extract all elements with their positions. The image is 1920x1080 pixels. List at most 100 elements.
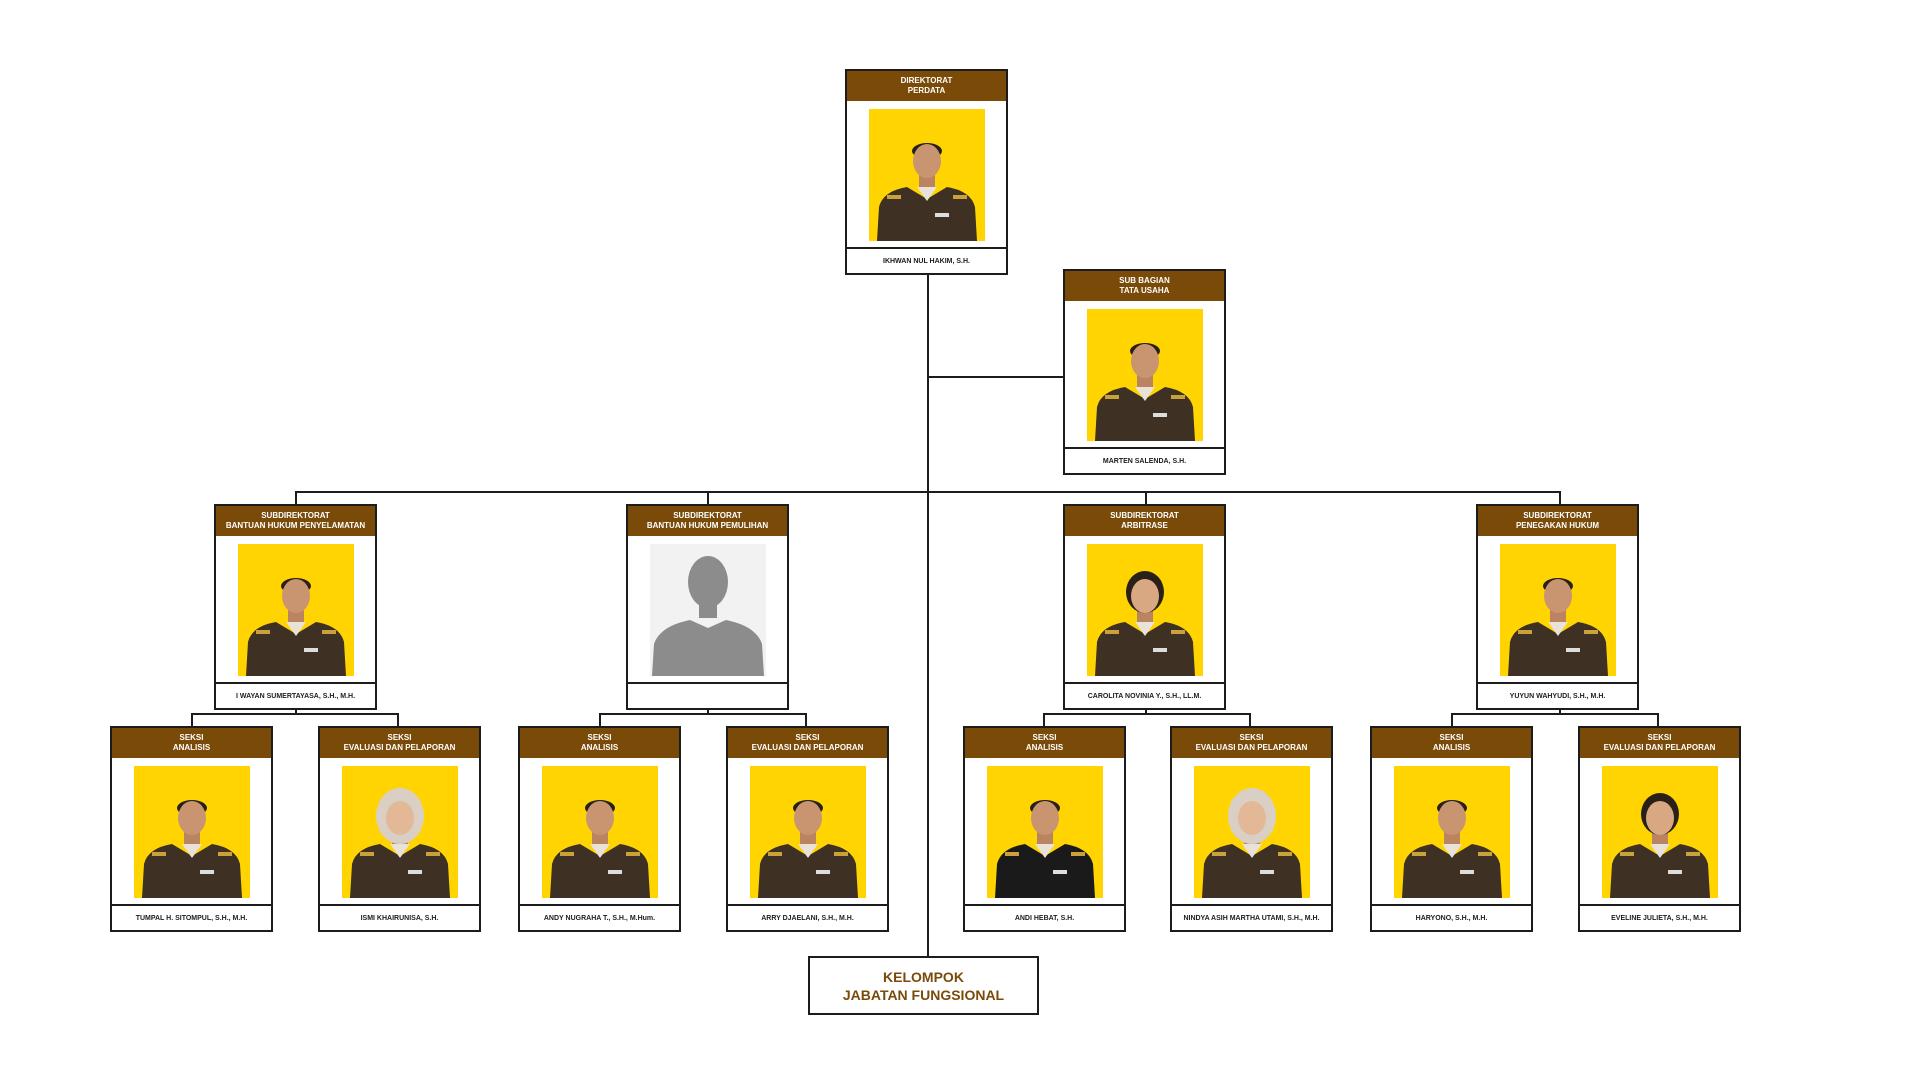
node-title-line: SEKSI (1032, 733, 1057, 742)
node-person-name: YUYUN WAHYUDI, S.H., M.H. (1509, 692, 1606, 700)
node-title-line: SEKSI (587, 733, 612, 742)
node-title-line: SEKSI (1647, 733, 1672, 742)
divider (112, 904, 271, 906)
divider (320, 904, 479, 906)
connector-line (191, 713, 399, 715)
node-title-line: PERDATA (907, 86, 946, 95)
node-title-line: BANTUAN HUKUM PENYELAMATAN (225, 521, 366, 530)
node-title-line: EVALUASI DAN PELAPORAN (343, 743, 456, 752)
divider (216, 682, 375, 684)
divider (1372, 904, 1531, 906)
node-person-name: EVELINE JULIETA, S.H., M.H. (1611, 914, 1708, 922)
connector-line (295, 491, 1561, 493)
node-title-line: SEKSI (179, 733, 204, 742)
portrait-photo (750, 766, 866, 898)
node-person-name: HARYONO, S.H., M.H. (1415, 914, 1488, 922)
portrait-photo (869, 109, 985, 241)
portrait-photo (987, 766, 1103, 898)
connector-line (1145, 491, 1147, 506)
portrait-photo (1500, 544, 1616, 676)
divider (1478, 682, 1637, 684)
divider (847, 247, 1006, 249)
node-title-line: ANALISIS (172, 743, 211, 752)
divider (1065, 447, 1224, 449)
node-person-name: MARTEN SALENDA, S.H. (1102, 457, 1187, 465)
node-person-name (628, 684, 787, 708)
connector-line (1249, 713, 1251, 727)
node-title-line: ARBITRASE (1121, 521, 1168, 530)
node-person-name: ARRY DJAELANI, S.H., M.H. (761, 914, 854, 922)
connector-line (599, 713, 601, 727)
node-title-line: SUBDIREKTORAT (1110, 511, 1179, 520)
connector-line (805, 713, 807, 727)
divider (728, 904, 887, 906)
node-person-name: ANDY NUGRAHA T., S.H., M.Hum. (543, 914, 656, 922)
portrait-photo (1087, 309, 1203, 441)
portrait-photo (134, 766, 250, 898)
node-person-name: ISMI KHAIRUNISA, S.H. (360, 914, 439, 922)
connector-line (707, 491, 709, 506)
portrait-photo (542, 766, 658, 898)
node-title-line: SEKSI (387, 733, 412, 742)
connector-line (1451, 713, 1453, 727)
connector-line (1451, 713, 1659, 715)
node-title-line: TATA USAHA (1119, 286, 1170, 295)
connector-line (1043, 713, 1251, 715)
divider (1580, 904, 1739, 906)
node-person-name: NINDYA ASIH MARTHA UTAMI, S.H., M.H. (1183, 914, 1320, 922)
node-title-line: PENEGAKAN HUKUM (1515, 521, 1600, 530)
portrait-photo (1087, 544, 1203, 676)
node-title-line: SUBDIREKTORAT (673, 511, 742, 520)
node-title-line: BANTUAN HUKUM PEMULIHAN (646, 521, 769, 530)
node-person-name: I WAYAN SUMERTAYASA, S.H., M.H. (235, 692, 356, 700)
functional-group-line-2: JABATAN FUNGSIONAL (842, 986, 1005, 1003)
connector-line (1657, 713, 1659, 727)
node-title-line: ANALISIS (1025, 743, 1064, 752)
connector-line (191, 713, 193, 727)
node-title-line: SUB BAGIAN (1119, 276, 1170, 285)
connector-line (1559, 491, 1561, 506)
node-title-line: SEKSI (795, 733, 820, 742)
divider (1065, 682, 1224, 684)
portrait-photo (238, 544, 354, 676)
node-title-line: EVALUASI DAN PELAPORAN (751, 743, 864, 752)
node-title-line: SUBDIREKTORAT (1523, 511, 1592, 520)
node-title-line: DIREKTORAT (900, 76, 953, 85)
divider (520, 904, 679, 906)
connector-line (927, 376, 1067, 378)
node-title-line: SEKSI (1239, 733, 1264, 742)
portrait-photo (342, 766, 458, 898)
divider (628, 682, 787, 684)
portrait-photo (1194, 766, 1310, 898)
node-person-name: ANDI HEBAT, S.H. (1014, 914, 1075, 922)
node-title-line: EVALUASI DAN PELAPORAN (1195, 743, 1308, 752)
portrait-photo (1394, 766, 1510, 898)
functional-group-box: KELOMPOK JABATAN FUNGSIONAL (808, 956, 1039, 1015)
node-person-name: IKHWAN NUL HAKIM, S.H. (883, 257, 970, 265)
divider (965, 904, 1124, 906)
node-title-line: ANALISIS (580, 743, 619, 752)
node-title-line: ANALISIS (1432, 743, 1471, 752)
